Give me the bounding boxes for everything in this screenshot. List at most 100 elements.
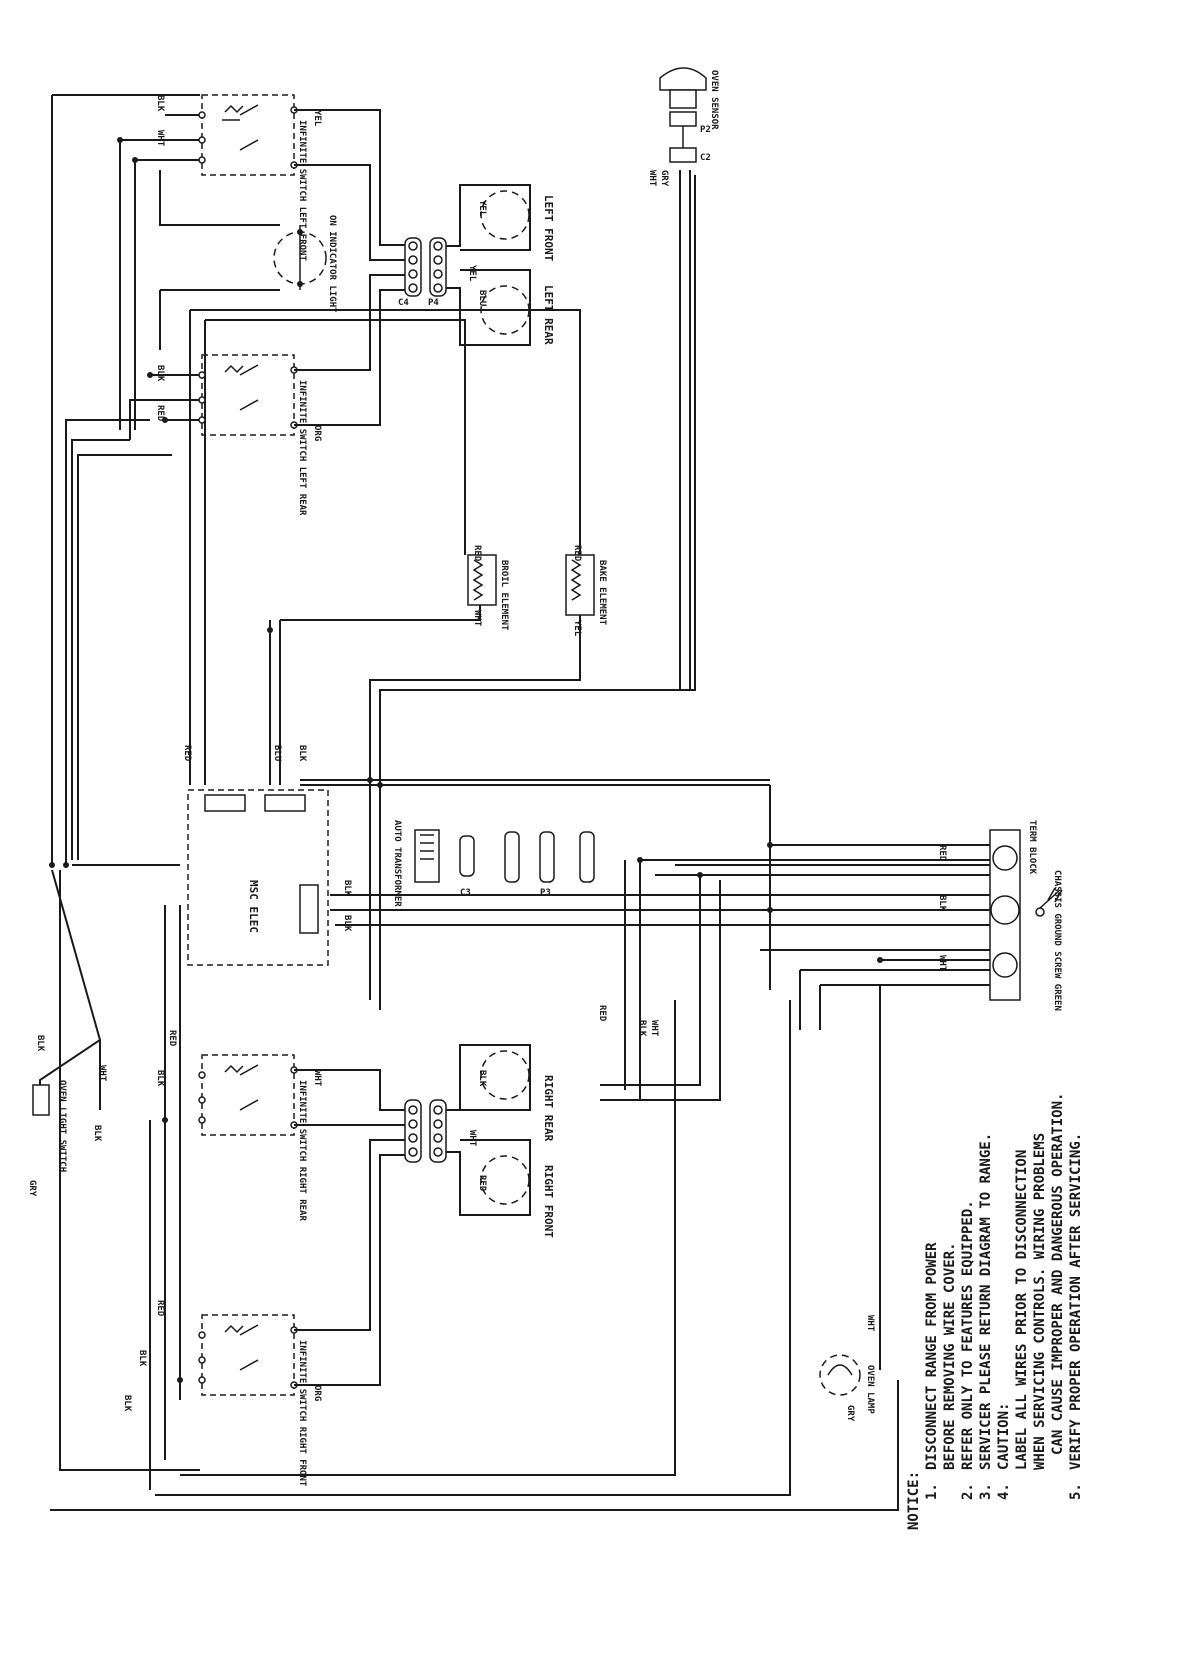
bake-element: BAKE ELEMENT	[565, 554, 607, 626]
right-front-switch-label: INFINITE SWITCH RIGHT FRONT	[297, 1340, 307, 1487]
wire-tag: BLK	[92, 1125, 102, 1142]
wire-tag: BLK	[35, 1035, 45, 1052]
broil-element: BROIL ELEMENT	[467, 554, 509, 631]
bus-wires	[50, 94, 990, 1511]
oven-sensor: OVEN SENSOR P2 C2	[659, 67, 719, 163]
wire-tag: BLU	[477, 290, 487, 306]
right-connectors	[404, 1099, 447, 1163]
msc-elec-label: MSC ELEC	[247, 880, 260, 933]
c3-label: C3	[460, 888, 471, 898]
junction-dots	[49, 137, 883, 1383]
notice-number: 1.	[924, 1483, 940, 1500]
notice-number: 4.	[996, 1483, 1012, 1500]
notice-item: DISCONNECT RANGE FROM POWER	[924, 1242, 940, 1470]
wire-tag: BLK	[155, 365, 165, 382]
auto-transformer: AUTO TRANSFORMER C3 P3	[392, 820, 595, 907]
wire-tag: WHT	[467, 1130, 477, 1147]
wire-tag: BLU	[272, 745, 282, 761]
wire-tag: WHT	[155, 130, 165, 147]
p4-label: P4	[428, 298, 439, 308]
wire-tag: YEL	[572, 620, 582, 637]
right-elements: RIGHT REAR RIGHT FRONT	[446, 1044, 555, 1238]
terminal-block: TERM BLOCK CHASSIS GROUND SCREW GREEN	[989, 820, 1063, 1011]
left-front-switch-label: INFINITE SWITCH LEFT FRONT	[297, 120, 307, 261]
wire-tag: RED	[937, 845, 947, 862]
wire-tag: BLK	[155, 1070, 165, 1087]
left-rear-switch-label: INFINITE SWITCH LEFT REAR	[297, 380, 307, 516]
wire-tag: WHT	[647, 170, 657, 187]
left-rear-label: LEFT REAR	[542, 285, 555, 345]
wire-tag: RED	[572, 545, 582, 562]
term-block-label: TERM BLOCK	[1027, 820, 1037, 875]
notice-item: VERIFY PROPER OPERATION AFTER SERVICING.	[1068, 1133, 1084, 1470]
wire-tag: RED	[167, 1030, 177, 1047]
right-front-label: RIGHT FRONT	[542, 1165, 555, 1238]
wire-tag: WHT	[312, 1070, 322, 1087]
element-leads	[159, 109, 405, 1386]
left-elements: LEFT FRONT LEFT REAR	[446, 184, 555, 346]
notice-item: REFER ONLY TO FEATURES EQUIPPED.	[960, 1200, 976, 1470]
broil-element-label: BROIL ELEMENT	[499, 560, 509, 631]
wire-tag: BLK	[297, 745, 307, 762]
auto-transformer-label: AUTO TRANSFORMER	[392, 820, 402, 907]
right-front-switch: INFINITE SWITCH RIGHT FRONT	[198, 1314, 307, 1487]
msc-elec: MSC ELEC	[187, 789, 329, 966]
wire-tag: RED	[597, 1005, 607, 1022]
wire-tag: GRY	[845, 1405, 855, 1422]
p3-label: P3	[540, 888, 551, 898]
on-indicator-light: ON INDICATOR LIGHT	[273, 215, 337, 313]
right-rear-switch: INFINITE SWITCH RIGHT REAR	[198, 1054, 307, 1221]
bake-element-label: BAKE ELEMENT	[597, 560, 607, 626]
notice-item: BEFORE REMOVING WIRE COVER.	[942, 1242, 958, 1470]
wire-tag: ORG	[312, 425, 322, 441]
wire-tag: BLK	[122, 1395, 132, 1412]
notice-item: SERVICER PLEASE RETURN DIAGRAM TO RANGE.	[978, 1133, 994, 1470]
wire-color-tags: BLK WHT BLK RED YEL ORG YEL YEL BLU WHT …	[27, 95, 947, 1422]
oven-light-switch-label: OVEN LIGHT SWITCH	[57, 1080, 67, 1172]
notice-number: 5.	[1068, 1483, 1084, 1500]
oven-sensor-label: OVEN SENSOR	[709, 70, 719, 130]
notice-number: 2.	[960, 1483, 976, 1500]
wire-tag: RED	[477, 1175, 487, 1192]
right-rear-label: RIGHT REAR	[542, 1075, 555, 1142]
notice-title: NOTICE:	[906, 1471, 922, 1530]
wire-tag: YEL	[312, 110, 322, 127]
left-front-label: LEFT FRONT	[542, 195, 555, 262]
notice-block: NOTICE: 1. DISCONNECT RANGE FROM POWER B…	[906, 1093, 1084, 1530]
wire-tag: WHT	[97, 1065, 107, 1082]
wire-tag: BLK	[937, 895, 947, 912]
notice-item: CAUTION:	[996, 1403, 1012, 1470]
wire-tag: YEL	[477, 200, 487, 217]
left-front-switch: INFINITE SWITCH LEFT FRONT	[198, 94, 307, 261]
wire-tag: WHT	[937, 955, 947, 972]
wire-tag: RED	[472, 545, 482, 562]
wire-tag: BLK	[137, 1350, 147, 1367]
left-connectors: C4 P4	[398, 237, 447, 308]
wire-tag: GRY	[659, 170, 669, 187]
wire-tag: BLK	[342, 880, 352, 897]
oven-light-switch: OVEN LIGHT SWITCH	[32, 869, 102, 1172]
right-rear-switch-label: INFINITE SWITCH RIGHT REAR	[297, 1080, 307, 1221]
wire-tag: WHT	[865, 1315, 875, 1332]
wire-tag: BLK	[477, 1070, 487, 1087]
notice-item: CAN CAUSE IMPROPER AND DANGEROUS OPERATI…	[1050, 1093, 1066, 1455]
notice-item: WHEN SERVICING CONTROLS. WIRING PROBLEMS	[1032, 1133, 1048, 1470]
left-rear-switch: INFINITE SWITCH LEFT REAR	[198, 354, 307, 516]
wire-tag: GRY	[27, 1180, 37, 1197]
wire-tag: BLK	[342, 915, 352, 932]
notice-number: 3.	[978, 1483, 994, 1500]
wire-tag: YEL	[467, 265, 477, 282]
c2-label: C2	[700, 153, 711, 163]
indicator-light-label: ON INDICATOR LIGHT	[327, 215, 337, 313]
wire-tag: WHT	[472, 610, 482, 627]
notice-item: LABEL ALL WIRES PRIOR TO DISCONNECTION	[1014, 1150, 1030, 1470]
wire-tag: ORG	[312, 1385, 322, 1401]
wire-tag: BLK	[637, 1020, 647, 1037]
oven-lamp: OVEN LAMP	[819, 1354, 875, 1414]
wire-tag: BLK	[155, 95, 165, 112]
chassis-ground-label: CHASSIS GROUND SCREW GREEN	[1052, 870, 1062, 1011]
c4-label: C4	[398, 298, 409, 308]
wire-tag: RED	[182, 745, 192, 762]
wire-tag: WHT	[649, 1020, 659, 1037]
